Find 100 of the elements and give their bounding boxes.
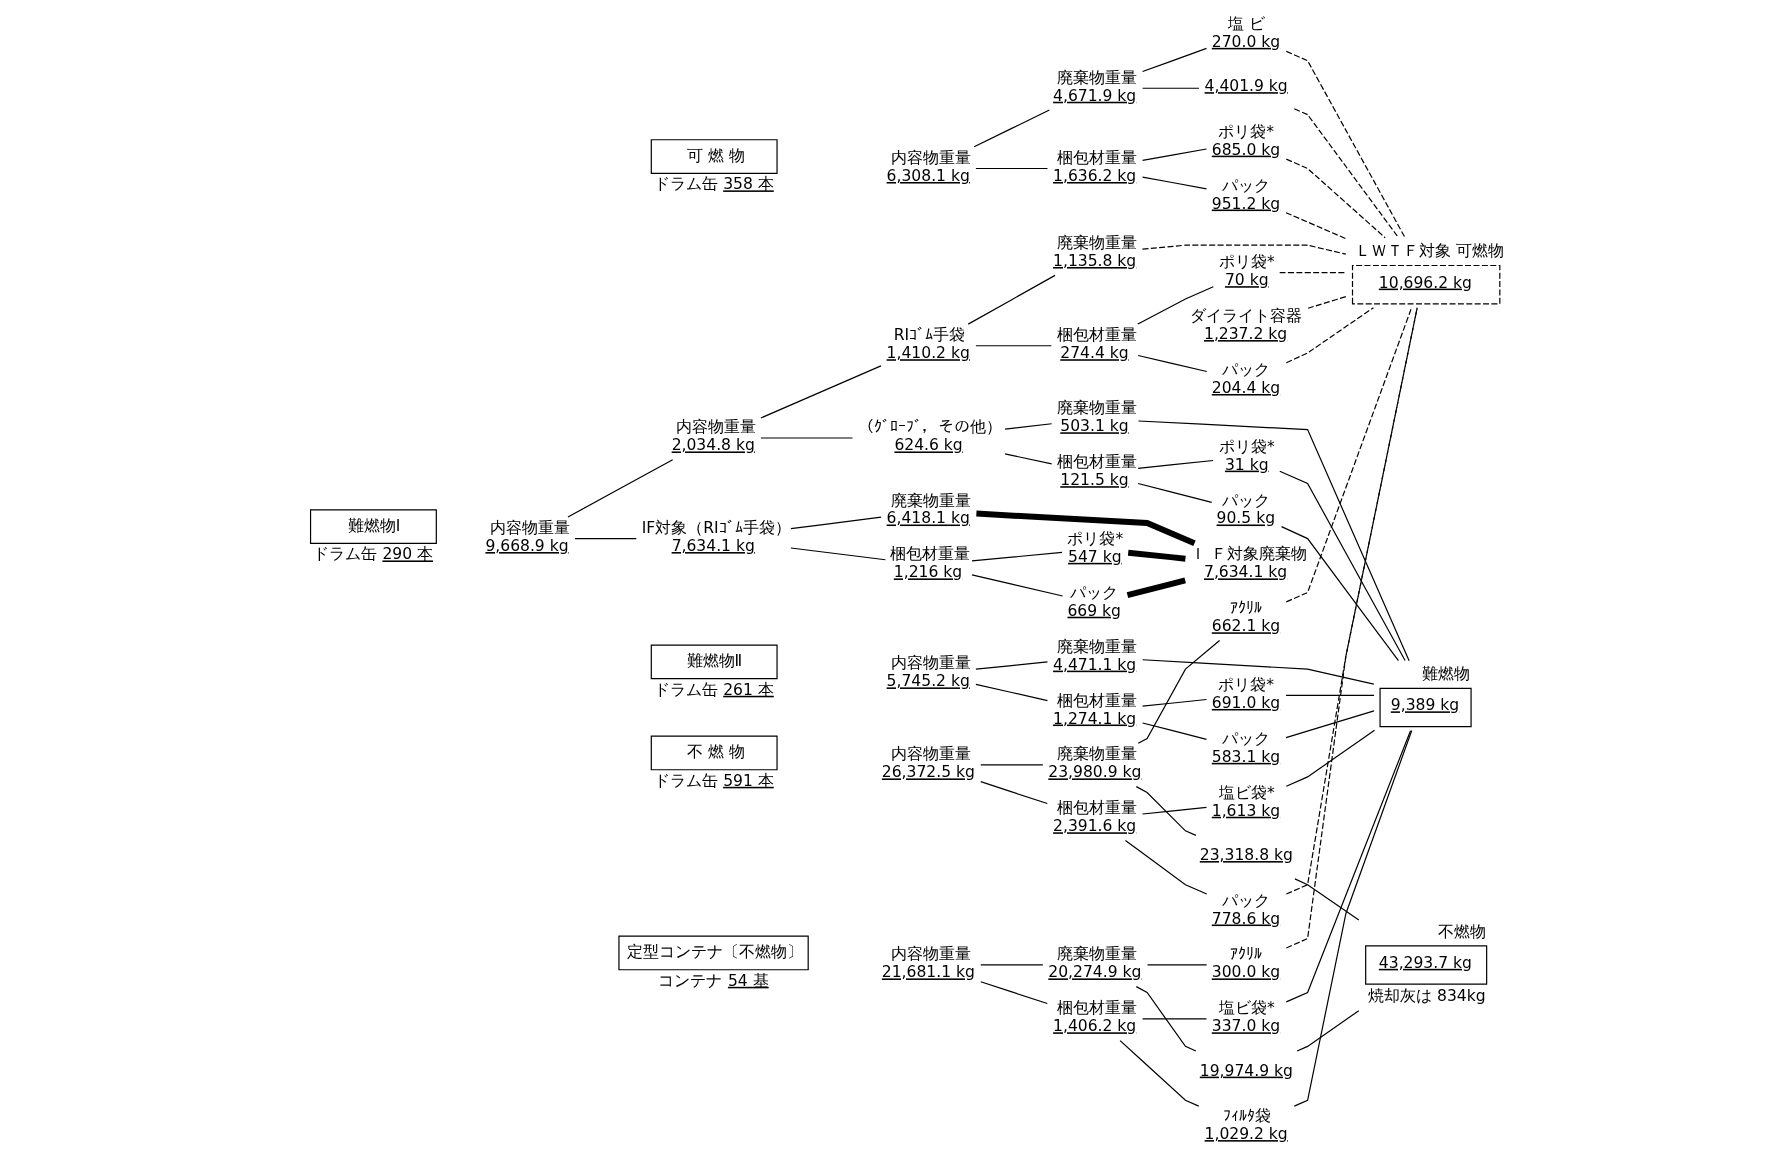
connector (790, 547, 886, 561)
connector (1294, 878, 1360, 921)
connector (971, 574, 1064, 597)
node-text: 内容物重量 21,681.1 kg (881, 945, 975, 982)
connector (980, 981, 1048, 1005)
connector (1142, 806, 1208, 815)
connector (1285, 694, 1375, 697)
connector (1296, 1010, 1360, 1052)
node-text: 梱包材重量 121.5 kg (1056, 453, 1137, 490)
node-text: 廃棄物重量 20,274.9 kg (1048, 945, 1142, 982)
node-text: 内容物重量 6,308.1 kg (886, 149, 971, 185)
node-text: ﾌｨﾙﾀ袋 1,029.2 kg (1204, 1107, 1288, 1144)
node-box: 難燃物Ⅰ (309, 509, 437, 544)
connector (1293, 729, 1413, 1107)
node-text: Ｉ Ｆ対象廃棄物 7,634.1 kg (1190, 545, 1308, 582)
node-text: ポリ袋* 685.0 kg (1211, 122, 1281, 159)
connector (1279, 272, 1347, 274)
connector (1137, 354, 1208, 373)
connector (1142, 176, 1208, 190)
connector (975, 345, 1052, 347)
node-text: 内容物重量 9,668.9 kg (485, 519, 570, 556)
node-label: 不燃物 (1437, 922, 1486, 941)
connector (1142, 87, 1200, 89)
node-text: 梱包材重量 2,391.6 kg (1053, 799, 1138, 836)
node-text: ポリ袋* 547 kg (1067, 529, 1124, 566)
node-box: 難燃物Ⅱ (650, 644, 778, 680)
node-text: RIｺﾞﾑ手袋 1,410.2 kg (886, 326, 970, 363)
connector (1135, 986, 1197, 1052)
node-text: 19,974.9 kg (1199, 1061, 1293, 1080)
connector (1142, 148, 1208, 161)
connector (1142, 698, 1208, 707)
connector (975, 167, 1049, 170)
connector (1004, 423, 1053, 430)
node-text: 廃棄物重量 1,135.8 kg (1053, 234, 1138, 270)
node-text: ポリ袋* 70 kg (1218, 253, 1275, 290)
connector (1135, 786, 1197, 836)
node-text: 塩 ビ 270.0 kg (1211, 14, 1281, 51)
node-text: 23,318.8 kg (1199, 846, 1293, 865)
node-text: 梱包材重量 1,274.1 kg (1053, 691, 1138, 728)
connector (1285, 212, 1347, 240)
connector (1285, 729, 1376, 787)
node-text: 廃棄物重量 23,980.9 kg (1048, 745, 1142, 782)
connector (980, 764, 1044, 766)
node-text: 塩ビ袋* 1,613 kg (1211, 783, 1281, 820)
node-label: ドラム缶 (653, 680, 718, 699)
connector (1307, 296, 1347, 309)
connector (1142, 47, 1208, 73)
connector (1280, 526, 1400, 662)
node-text: パック 204.4 kg (1211, 360, 1281, 397)
connector (1004, 453, 1053, 465)
node-text: パック 951.2 kg (1211, 176, 1281, 213)
node-box: 不 燃 物 (650, 735, 778, 771)
node-label: ＬＷＴＦ対象 可燃物 (1354, 242, 1504, 261)
connector (790, 516, 882, 530)
connector (1285, 50, 1406, 239)
connector (1142, 1018, 1208, 1020)
connector (971, 551, 1063, 562)
node-label: 261 本 (723, 680, 774, 699)
connector (980, 781, 1048, 805)
node-text: 内容物重量 26,372.5 kg (881, 745, 975, 782)
connector (976, 510, 1196, 546)
connector (1285, 306, 1413, 603)
connector (1137, 482, 1213, 503)
connector (1137, 420, 1410, 662)
node-box: 定型コンテナ〔不燃物〕 (618, 935, 809, 971)
node-label: 54 基 (727, 971, 769, 990)
node-text: 塩ビ袋* 337.0 kg (1211, 999, 1281, 1036)
connector (1279, 470, 1406, 662)
connector (1142, 722, 1208, 740)
node-box: 9,389 kg (1379, 687, 1472, 728)
connector (1285, 710, 1375, 739)
node-text: （ｸﾞﾛｰﾌﾞ，その他） 624.6 kg (857, 418, 1002, 455)
node-label: 290 本 (382, 545, 434, 564)
connector (1124, 839, 1208, 895)
node-text: 梱包材重量 1,406.2 kg (1053, 999, 1138, 1036)
node-box: 可 燃 物 (650, 139, 778, 174)
node-label: 358 本 (723, 175, 774, 194)
connector (1285, 307, 1375, 364)
connector (1285, 730, 1412, 1003)
node-text: パック 669 kg (1067, 583, 1121, 620)
connector (1137, 286, 1214, 325)
node-label: 焼却灰は 834kg (1368, 987, 1486, 1006)
node-text: 梱包材重量 274.4 kg (1056, 326, 1137, 363)
connector (980, 964, 1044, 966)
node-text: 梱包材重量 1,216 kg (890, 545, 971, 582)
node-label: 591 本 (723, 771, 774, 790)
connector (760, 365, 882, 419)
connector (967, 274, 1056, 325)
node-text: パック 778.6 kg (1211, 891, 1281, 928)
connector (1142, 659, 1375, 685)
node-box: 10,696.2 kg (1351, 264, 1501, 305)
node-text: IF対象（RIｺﾞﾑ手袋） 7,634.1 kg (641, 519, 791, 556)
connector (1285, 158, 1386, 239)
node-text: 廃棄物重量 4,671.9 kg (1053, 68, 1138, 105)
connector (1119, 1040, 1200, 1107)
connector (1137, 639, 1221, 744)
node-label: 難燃物 (1421, 665, 1470, 684)
node-text: 廃棄物重量 6,418.1 kg (886, 491, 971, 528)
node-label: ドラム缶 (312, 545, 377, 564)
connector (975, 661, 1049, 670)
